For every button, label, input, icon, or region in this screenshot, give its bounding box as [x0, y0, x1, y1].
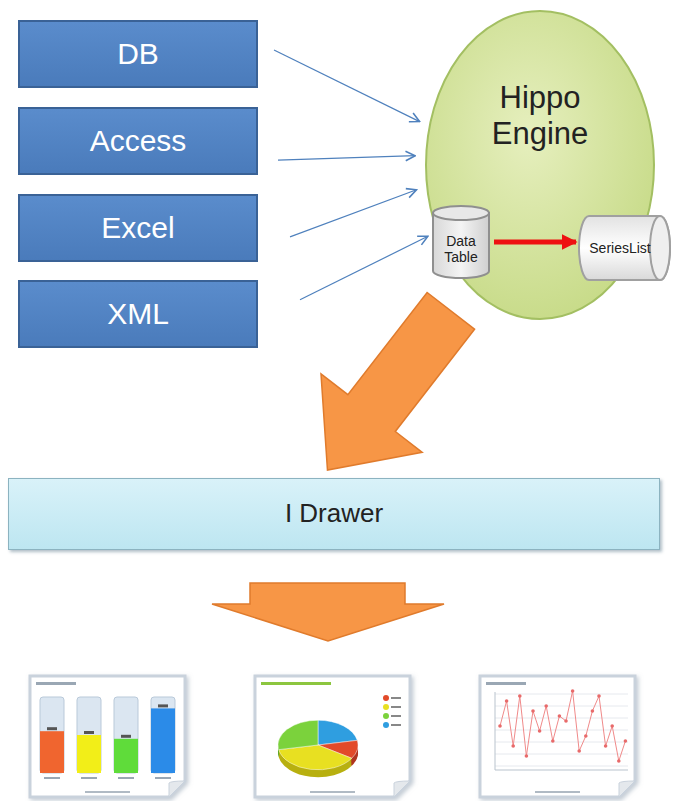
block-arrow: [321, 292, 475, 470]
node-label: Data Table: [432, 233, 490, 265]
engine-ellipse: Data Table SeriesList Hippo Engine: [425, 10, 655, 320]
source-box: DB: [18, 20, 258, 88]
node-label: I Drawer: [285, 499, 383, 529]
connector: [494, 240, 576, 245]
source-box: Access: [18, 107, 258, 175]
pie-chart-thumbnail: [255, 676, 410, 797]
node-label: Excel: [101, 211, 174, 246]
connector: [290, 190, 416, 237]
data-cylinder: Data Table: [432, 205, 490, 279]
source-box: XML: [18, 280, 258, 348]
node-label: Hippo Engine: [460, 80, 620, 151]
node-label: SeriesList: [589, 240, 650, 256]
node-label: Access: [90, 124, 187, 159]
connector: [278, 156, 415, 160]
connector: [300, 236, 428, 299]
series-cylinder: SeriesList: [579, 215, 671, 281]
connector: [274, 50, 420, 122]
bar-chart-thumbnail: [30, 676, 185, 797]
line-chart-thumbnail: [480, 676, 635, 797]
drawer-band: I Drawer: [8, 478, 660, 550]
node-label: XML: [107, 297, 169, 332]
node-label: DB: [117, 37, 159, 72]
down-arrow: [212, 583, 444, 641]
source-box: Excel: [18, 194, 258, 262]
